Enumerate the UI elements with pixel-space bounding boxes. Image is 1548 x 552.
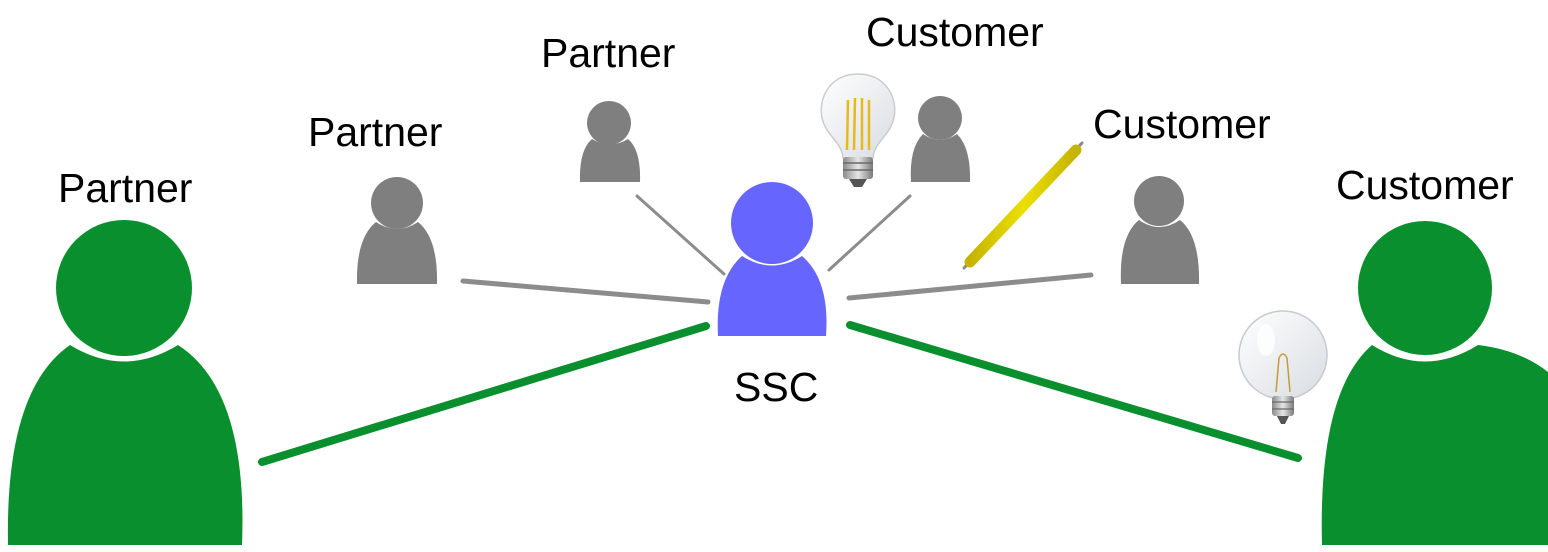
connections (258, 194, 1302, 466)
customer-right-label: Customer (1336, 162, 1514, 208)
pen-icon (962, 141, 1084, 270)
link-partner-mid (460, 278, 711, 305)
partner-top-label: Partner (541, 30, 676, 76)
partner-top-person-icon (579, 101, 641, 182)
filament-bulb-icon (820, 73, 896, 187)
partner-left-person-icon (7, 220, 243, 545)
customer-mid-person-icon (1120, 176, 1200, 284)
link-customer-right (846, 321, 1302, 462)
customer-right-person-icon (1321, 221, 1548, 545)
link-partner-top (635, 194, 726, 276)
ssc-person-icon (717, 182, 827, 336)
globe-bulb-icon (1238, 310, 1328, 424)
ssc-label: SSC (734, 364, 819, 410)
customer-mid-label: Customer (1093, 101, 1271, 147)
link-customer-mid (846, 272, 1094, 301)
partner-mid-person-icon (356, 177, 438, 284)
link-partner-left (258, 322, 710, 466)
partner-mid-label: Partner (308, 109, 443, 155)
customer-top-label: Customer (866, 9, 1044, 55)
link-customer-top (827, 194, 912, 272)
partner-left-label: Partner (58, 165, 193, 211)
customer-top-person-icon (910, 96, 971, 182)
